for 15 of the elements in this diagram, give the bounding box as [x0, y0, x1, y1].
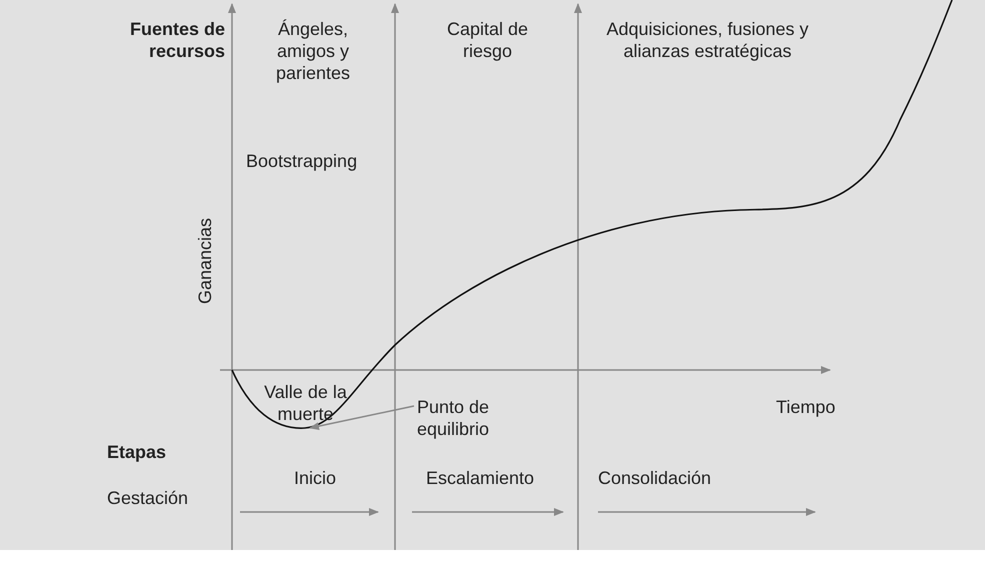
text-label: Escalamiento — [424, 467, 536, 489]
text-label: Gestación — [107, 487, 190, 509]
text-label: Tiempo — [776, 396, 836, 418]
text-label: Consolidación — [598, 467, 712, 489]
text-label: Bootstrapping — [246, 150, 358, 172]
text-label: Valle de la muerte — [263, 381, 348, 425]
heading: Fuentes de recursos — [128, 18, 225, 62]
heading: Etapas — [107, 441, 168, 463]
text-label: Ángeles, amigos y parientes — [274, 18, 352, 84]
text-label: Capital de riesgo — [446, 18, 530, 62]
axis-label: Ganancias — [194, 216, 216, 306]
leader-line — [309, 405, 414, 430]
text-label: Adquisiciones, fusiones y alianzas estratégicas — [605, 18, 810, 62]
callout-text: Punto de equilibrio — [417, 396, 492, 440]
text-label: Inicio — [292, 467, 338, 489]
